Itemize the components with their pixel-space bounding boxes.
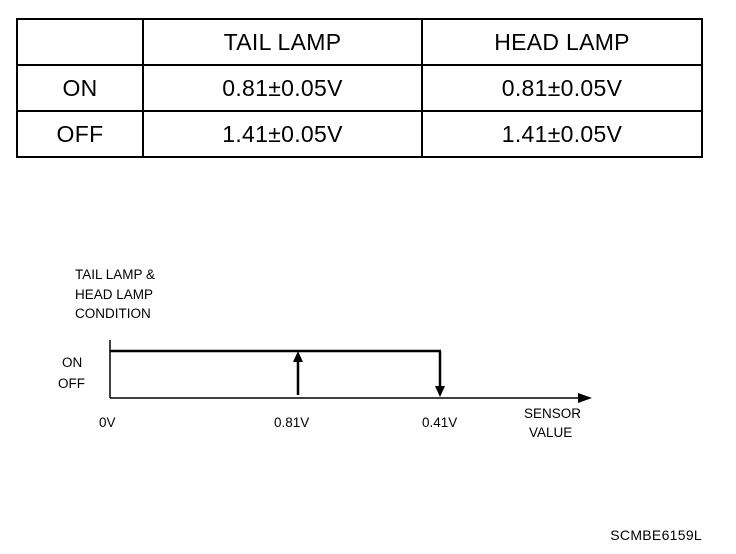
row-label-on: ON bbox=[16, 64, 144, 112]
x-axis-title-line-1: SENSOR bbox=[524, 406, 581, 421]
cell-off-tail-lamp: 1.41±0.05V bbox=[142, 110, 423, 158]
x-axis-arrowhead bbox=[578, 393, 592, 403]
table-header-row: TAIL LAMP HEAD LAMP bbox=[16, 18, 703, 66]
transition-arrow-down-icon bbox=[435, 386, 445, 397]
cell-on-head-lamp: 0.81±0.05V bbox=[421, 64, 703, 112]
figure-code: SCMBE6159L bbox=[610, 527, 702, 543]
table-row-on: ON 0.81±0.05V 0.81±0.05V bbox=[16, 64, 703, 112]
header-cell-head-lamp: HEAD LAMP bbox=[421, 18, 703, 66]
cell-off-head-lamp: 1.41±0.05V bbox=[421, 110, 703, 158]
x-axis-title-line-2: VALUE bbox=[529, 425, 572, 440]
row-label-off: OFF bbox=[16, 110, 144, 158]
x-tick-0-81v: 0.81V bbox=[274, 415, 309, 430]
x-tick-0-41v: 0.41V bbox=[422, 415, 457, 430]
cell-on-tail-lamp: 0.81±0.05V bbox=[142, 64, 423, 112]
y-axis-title-line-2: HEAD LAMP bbox=[75, 287, 153, 302]
y-axis-title-line-1: TAIL LAMP & bbox=[75, 267, 155, 282]
level-label-off: OFF bbox=[58, 376, 85, 391]
transition-arrow-up-icon bbox=[293, 351, 303, 362]
level-label-on: ON bbox=[62, 355, 82, 370]
lamp-voltage-table: TAIL LAMP HEAD LAMP ON 0.81±0.05V 0.81±0… bbox=[16, 18, 703, 158]
header-cell-empty bbox=[16, 18, 144, 66]
y-axis-title-line-3: CONDITION bbox=[75, 306, 151, 321]
x-tick-0v: 0V bbox=[99, 415, 116, 430]
table-row-off: OFF 1.41±0.05V 1.41±0.05V bbox=[16, 110, 703, 158]
header-cell-tail-lamp: TAIL LAMP bbox=[142, 18, 423, 66]
